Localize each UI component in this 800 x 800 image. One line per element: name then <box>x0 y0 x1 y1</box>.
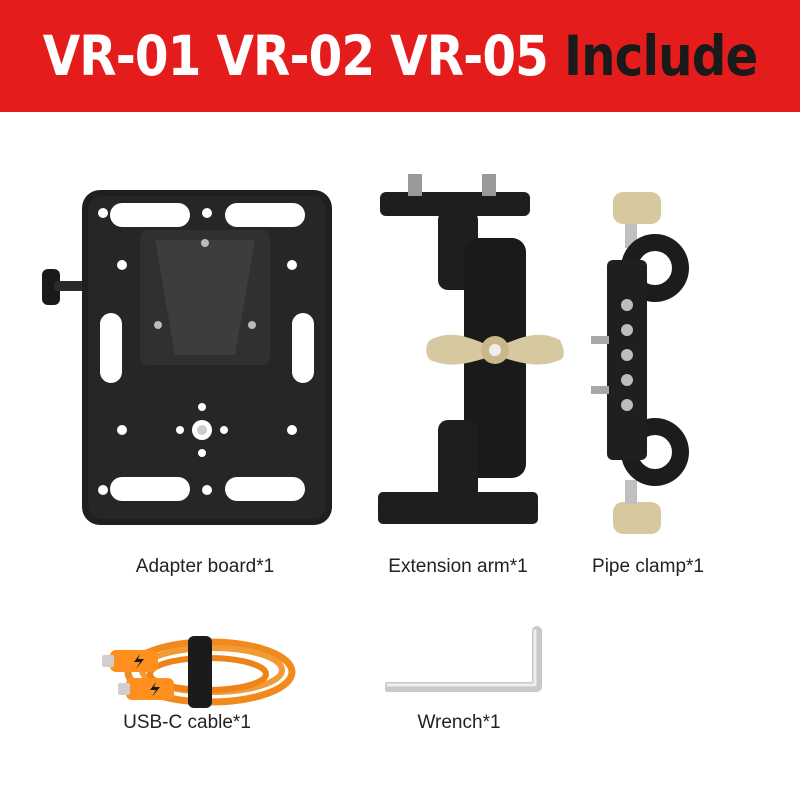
usb-c-cable-caption: USB-C cable*1 <box>123 712 251 733</box>
extension-arm-image <box>370 170 570 530</box>
wrench-caption: Wrench*1 <box>417 712 501 733</box>
extension-arm-caption: Extension arm*1 <box>388 556 528 577</box>
banner-title: VR-01 VR-02 VR-05 Include <box>42 24 759 88</box>
header-banner: VR-01 VR-02 VR-05 Include <box>0 0 800 112</box>
model-names: VR-01 VR-02 VR-05 <box>42 24 564 88</box>
include-label: Include <box>563 24 758 88</box>
usb-c-cable-image <box>100 632 300 712</box>
adapter-board-image <box>40 185 340 535</box>
wrench-image <box>385 625 555 700</box>
pipe-clamp-image <box>585 190 705 540</box>
adapter-board-caption: Adapter board*1 <box>135 556 275 577</box>
pipe-clamp-caption: Pipe clamp*1 <box>592 556 704 577</box>
